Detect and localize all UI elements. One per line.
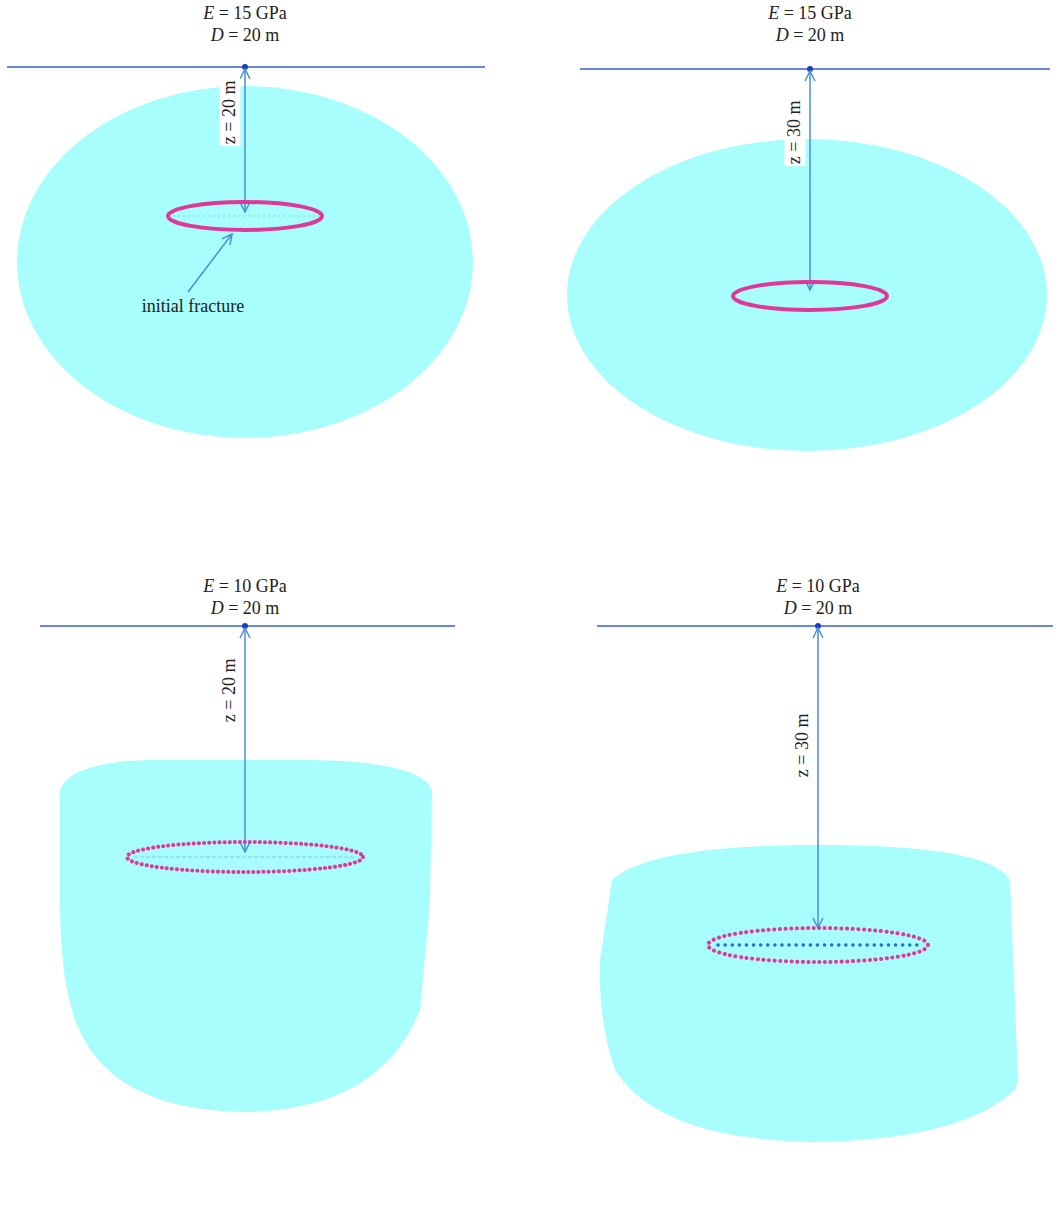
diameter-label: D = 20 m bbox=[211, 25, 280, 46]
depth-label: z = 20 m bbox=[220, 656, 241, 724]
ground-surface bbox=[597, 625, 1053, 627]
panel-3 bbox=[40, 623, 455, 1112]
panel-2 bbox=[567, 66, 1050, 451]
initial-fracture bbox=[127, 842, 363, 872]
panel-1 bbox=[7, 64, 485, 438]
initial-fracture bbox=[168, 202, 322, 230]
plastic-zone bbox=[567, 139, 1047, 451]
callout-label: initial fracture bbox=[142, 296, 244, 317]
initial-fracture bbox=[733, 282, 887, 310]
depth-label: z = 30 m bbox=[785, 98, 806, 166]
modulus-label: E = 15 GPa bbox=[203, 3, 287, 24]
depth-arrow bbox=[817, 628, 819, 928]
leader-line bbox=[188, 234, 232, 292]
diameter-label: D = 20 m bbox=[211, 598, 280, 619]
diameter-label: D = 20 m bbox=[776, 25, 845, 46]
depth-label: z = 30 m bbox=[793, 711, 814, 779]
initial-fracture bbox=[708, 928, 928, 962]
fracture-line bbox=[135, 856, 355, 859]
depth-arrow bbox=[244, 628, 246, 852]
modulus-label: E = 10 GPa bbox=[776, 576, 860, 597]
fracture-line bbox=[168, 215, 322, 217]
plastic-zone bbox=[60, 760, 432, 1112]
diameter-label: D = 20 m bbox=[784, 598, 853, 619]
modulus-label: E = 10 GPa bbox=[203, 576, 287, 597]
fracture-line bbox=[718, 943, 918, 947]
depth-label: z = 20 m bbox=[220, 78, 241, 146]
panel-4 bbox=[597, 623, 1053, 1142]
ground-surface bbox=[580, 68, 1050, 70]
modulus-label: E = 15 GPa bbox=[768, 3, 852, 24]
depth-arrow bbox=[244, 69, 246, 212]
depth-arrow bbox=[809, 71, 811, 290]
plastic-zone bbox=[600, 845, 1018, 1142]
